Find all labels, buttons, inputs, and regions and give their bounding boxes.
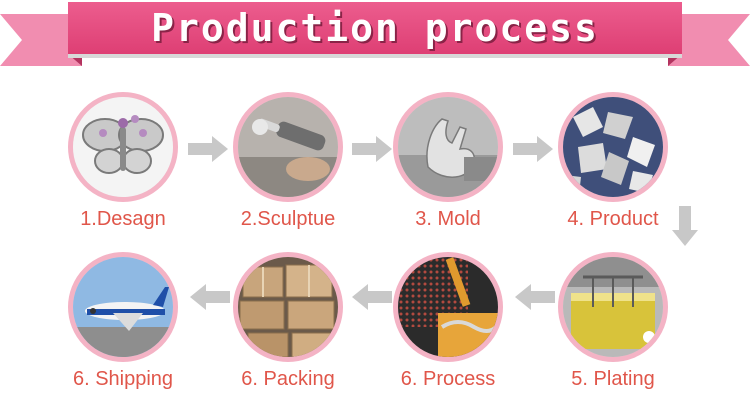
- step-label: 5. Plating: [553, 368, 673, 391]
- arrow-right-icon: [513, 136, 553, 162]
- plating-bath-icon: [563, 257, 663, 357]
- banner-ribbon: Production process: [68, 2, 682, 54]
- cardboard-boxes-icon: [238, 257, 338, 357]
- step-image: [233, 252, 343, 362]
- step-image: [68, 252, 178, 362]
- airplane-icon: [73, 257, 173, 357]
- step-label: 6. Packing: [228, 368, 348, 391]
- hand-mold-icon: [398, 97, 498, 197]
- step-label: 3. Mold: [388, 208, 508, 231]
- step-mold: 3. Mold: [388, 92, 508, 231]
- step-process: 6. Process: [388, 252, 508, 391]
- page-title: Production process: [151, 6, 599, 50]
- step-image: [558, 92, 668, 202]
- step-product: 4. Product: [553, 92, 673, 231]
- step-image: [393, 252, 503, 362]
- stone-setting-icon: [398, 257, 498, 357]
- sculpting-tool-icon: [238, 97, 338, 197]
- step-design: 1.Desagn: [63, 92, 183, 231]
- arrow-right-icon: [352, 136, 392, 162]
- metal-parts-icon: [563, 97, 663, 197]
- step-shipping: 6. Shipping: [63, 252, 183, 391]
- step-image: [233, 92, 343, 202]
- arrow-down-icon: [672, 206, 698, 246]
- step-image: [558, 252, 668, 362]
- title-banner: Production process: [0, 0, 750, 80]
- arrow-right-icon: [188, 136, 228, 162]
- step-plating: 5. Plating: [553, 252, 673, 391]
- step-image: [393, 92, 503, 202]
- step-label: 6. Shipping: [63, 368, 183, 391]
- step-label: 4. Product: [553, 208, 673, 231]
- step-label: 1.Desagn: [63, 208, 183, 231]
- arrow-left-icon: [515, 284, 555, 310]
- step-packing: 6. Packing: [228, 252, 348, 391]
- butterfly-brooch-icon: [73, 97, 173, 197]
- arrow-left-icon: [352, 284, 392, 310]
- step-image: [68, 92, 178, 202]
- arrow-left-icon: [190, 284, 230, 310]
- step-label: 6. Process: [388, 368, 508, 391]
- step-label: 2.Sculptue: [228, 208, 348, 231]
- step-sculpture: 2.Sculptue: [228, 92, 348, 231]
